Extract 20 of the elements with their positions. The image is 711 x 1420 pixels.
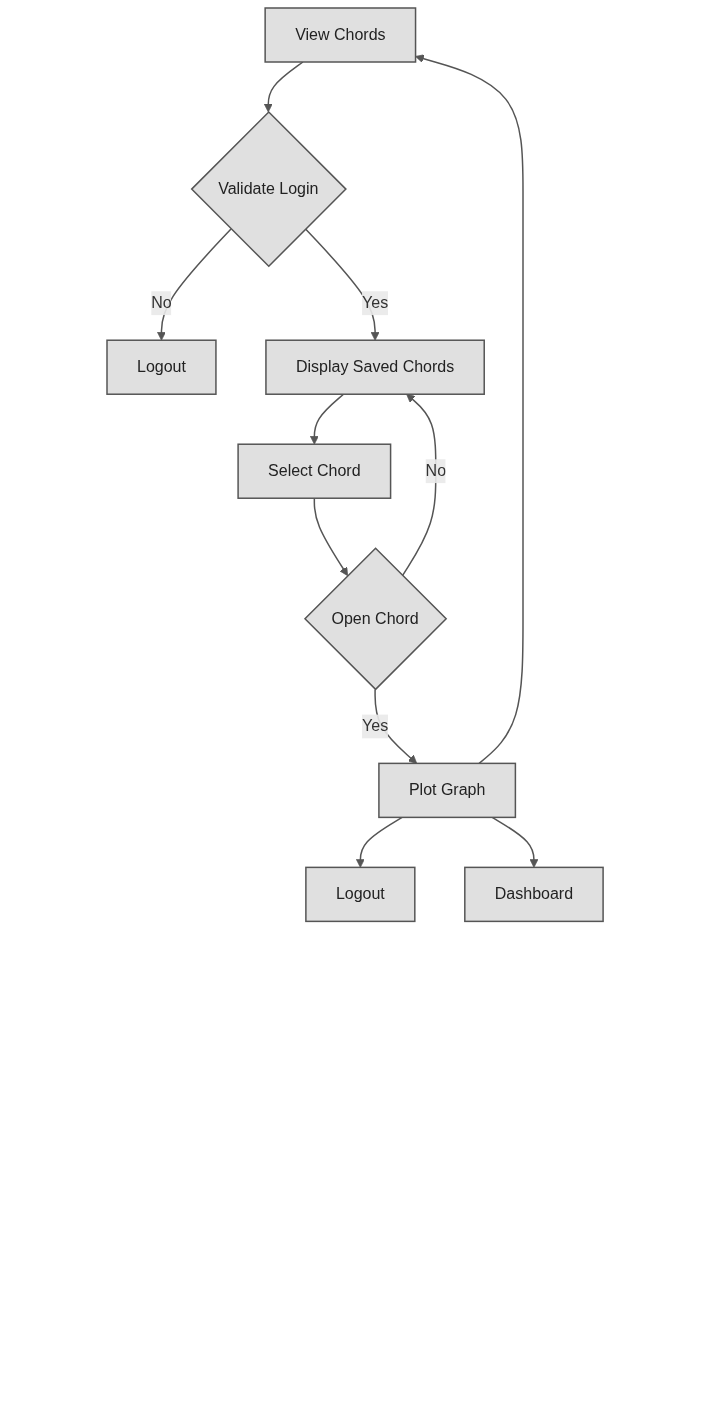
edge-label: No [426, 462, 447, 480]
node-diamond: Open Chord [304, 547, 448, 691]
node-box: Logout [305, 866, 416, 923]
node-box: Dashboard [464, 866, 605, 923]
arrow [310, 393, 345, 445]
node-box: Display Saved Chords [265, 339, 486, 395]
edge-label: No [151, 294, 173, 312]
node-box: Logout [106, 339, 218, 395]
edge-label: Yes [362, 717, 389, 735]
arrow [402, 393, 437, 577]
arrow [314, 497, 349, 577]
arrow [264, 61, 305, 113]
node-box: Select Chord [237, 443, 392, 499]
arrow [491, 816, 539, 868]
arrow [157, 228, 233, 341]
node-box: View Chords [264, 7, 417, 63]
node-diamond: Validate Login [191, 110, 348, 268]
edge-label: Yes [362, 294, 389, 312]
arrow [356, 816, 404, 868]
node-box: Plot Graph [378, 762, 517, 819]
